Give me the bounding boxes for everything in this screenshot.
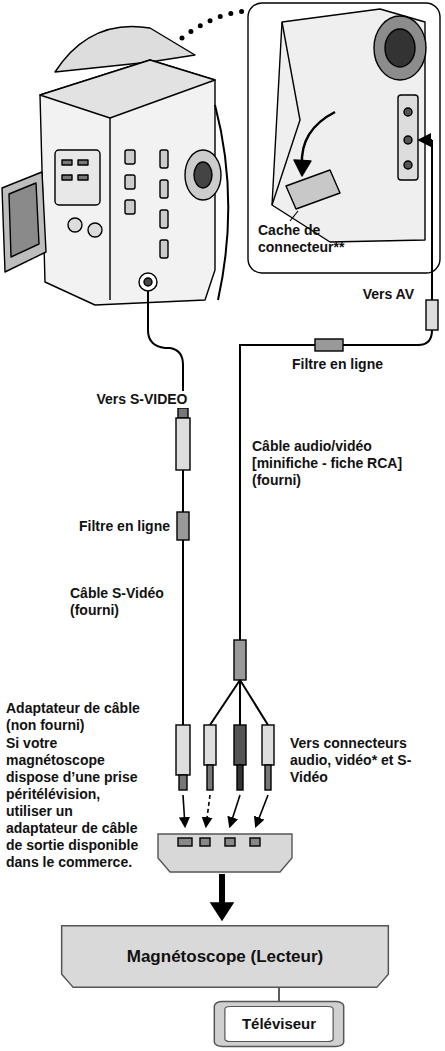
device-name: Magnétoscope (Lecteur) [127, 947, 323, 967]
av-cable-part [204, 725, 216, 765]
vcr-shape [62, 926, 389, 988]
camcorder-part [160, 210, 168, 228]
detail-inset-part [385, 29, 415, 67]
av-cable-part [237, 765, 243, 790]
scart-adapter-part [211, 903, 233, 920]
scart-adapter-part [219, 874, 225, 905]
s-video-cable-part [182, 470, 184, 725]
filter-label: Filtre en ligne [292, 356, 422, 373]
camcorder-part [55, 150, 100, 205]
device-name: Téléviseur [242, 1015, 316, 1033]
camcorder-part [139, 273, 157, 291]
detail-inset-part [398, 95, 418, 180]
camcorder-part [160, 150, 168, 168]
detail-inset-part [294, 160, 311, 176]
filter-label: Filtre en ligne [30, 518, 170, 535]
detail-inset-part [248, 3, 440, 273]
vcr-box: Magnétoscope (Lecteur) [60, 925, 390, 988]
detail-inset-part [286, 170, 340, 209]
camcorder-part [160, 180, 168, 198]
camcorder-part [78, 160, 88, 165]
adapter-label: Adaptateur de câble (non fourni) [6, 700, 148, 734]
camcorder-part [62, 160, 72, 165]
camcorder-part [144, 278, 152, 286]
scart-adapter-part [158, 834, 292, 872]
av-cable-part [234, 725, 246, 765]
camcorder-part [40, 60, 215, 118]
tv-frame [214, 1001, 343, 1046]
scart-adapter-part [250, 838, 260, 846]
av-cable-part [210, 680, 268, 725]
camcorder-part [62, 175, 72, 180]
av-cable-part [265, 765, 271, 790]
detail-inset-part [404, 108, 412, 116]
detail-inset-part [404, 136, 412, 144]
camcorder-part [68, 218, 82, 232]
scart-adapter-part [230, 795, 240, 826]
scart-adapter-part [178, 838, 192, 846]
camcorder-part [125, 200, 135, 214]
av-cable-part [426, 300, 438, 330]
detail-inset-part [272, 22, 300, 205]
scart-adapter-part [206, 795, 210, 826]
cable-line [278, 988, 280, 1001]
av-cable-part [207, 765, 213, 790]
camcorder-part [9, 183, 39, 257]
av-cable-part [315, 339, 343, 351]
camcorder-part [78, 175, 88, 180]
tv-screen [225, 1007, 333, 1042]
av-cable-part [234, 640, 246, 680]
camcorder [2, 26, 228, 305]
detail-inset-part [374, 16, 426, 80]
cable-label: Câble audio/vidéo [minifiche - fiche RCA… [252, 438, 434, 489]
camcorder-part [125, 150, 135, 164]
camcorder-part [185, 150, 221, 200]
detail-inset-part [272, 9, 425, 242]
av-cable-part [431, 140, 433, 300]
scart-adapter [158, 795, 292, 920]
av-cable-part [420, 139, 432, 141]
camcorder-part [109, 118, 110, 300]
s-video-cable-part [176, 418, 190, 470]
connector-label: Vers AV [318, 286, 414, 303]
scart-adapter-part [183, 795, 185, 826]
s-video-cable-part [178, 408, 188, 418]
camcorder-part [194, 162, 212, 188]
camcorder-part [55, 26, 195, 72]
s-video-cable-part [176, 725, 190, 775]
s-video-cable [148, 291, 190, 790]
camcorder-part [215, 105, 228, 300]
camcorder-part [160, 240, 168, 258]
detail-inset-part [404, 161, 412, 169]
detail-inset-part [302, 112, 335, 165]
s-video-cable-part [179, 775, 187, 790]
av-cable-part [262, 725, 274, 765]
av-cable [204, 140, 438, 790]
s-video-cable-part [177, 512, 189, 540]
tv-set: Téléviseur [213, 1001, 345, 1047]
scart-adapter-part [256, 795, 268, 826]
connector-label: Vers S-VIDEO [76, 391, 208, 408]
connector-label: Vers connecteurs audio, vidéo* et S-Vidé… [290, 735, 438, 786]
camcorder-part [88, 223, 102, 237]
camcorder-part [125, 175, 135, 189]
camcorder-part [2, 172, 46, 272]
callout-label: Cache de connecteur** [258, 222, 358, 256]
scart-adapter-part [225, 838, 235, 846]
scart-adapter-part [200, 838, 210, 846]
detail-inset [248, 3, 440, 273]
cable-label: Câble S-Vidéo (fourni) [70, 585, 176, 619]
detail-inset-part [290, 211, 298, 221]
note-text: Si votre magnétoscope dispose d’une pris… [6, 735, 148, 871]
